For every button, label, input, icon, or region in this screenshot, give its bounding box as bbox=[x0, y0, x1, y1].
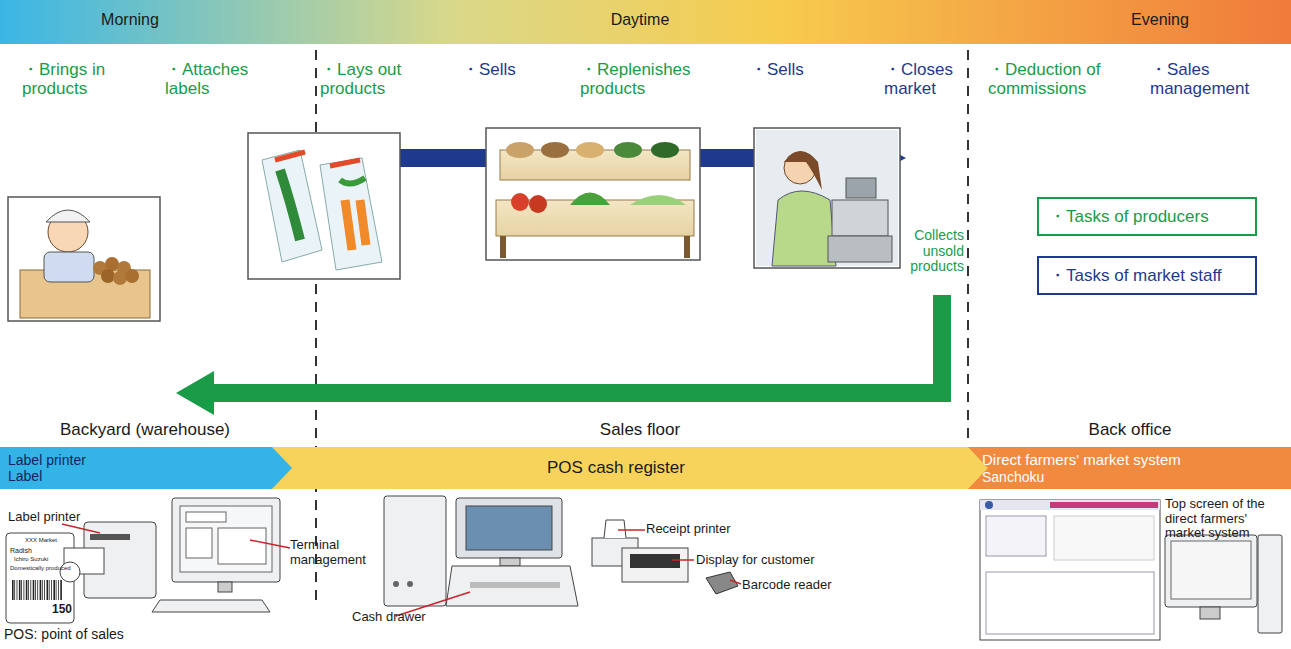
area-name: Back office bbox=[1060, 420, 1200, 439]
part-label: Ichiro Suzuki bbox=[14, 556, 72, 563]
task-text: ・Replenishes products bbox=[580, 60, 730, 98]
bagged-vegetables bbox=[248, 133, 400, 279]
legend-text: ・Tasks of producers bbox=[1049, 207, 1209, 226]
legend-box: ・Tasks of market staff bbox=[1037, 256, 1257, 295]
band-text: POS cash register bbox=[266, 458, 966, 478]
sales-shelves bbox=[486, 128, 700, 260]
part-label: Receipt printer bbox=[646, 522, 756, 537]
stage-band: POS cash register bbox=[266, 447, 988, 489]
task-text: ・Sells bbox=[462, 60, 542, 79]
return-arrow bbox=[176, 295, 951, 415]
farmer-picture bbox=[8, 197, 160, 321]
task-text: ・Sales management bbox=[1150, 60, 1285, 98]
band-text: Label printer bbox=[8, 452, 270, 468]
part-label: Cash drawer bbox=[352, 610, 462, 625]
part-label: Terminal management bbox=[290, 538, 380, 567]
time-bar bbox=[0, 0, 1291, 44]
task-text: ・Lays out products bbox=[320, 60, 440, 98]
period-name: Daytime bbox=[590, 11, 690, 29]
band-text: Label bbox=[8, 468, 270, 484]
band-text: Direct farmers' market system bbox=[982, 451, 1285, 468]
area-name: Sales floor bbox=[560, 420, 720, 439]
band-text: Sanchoku bbox=[982, 469, 1285, 485]
area-name: Backyard (warehouse) bbox=[40, 420, 250, 439]
task-text: ・Attaches labels bbox=[165, 60, 285, 98]
part-label: Radish bbox=[10, 547, 50, 555]
part-label: Barcode reader bbox=[742, 578, 852, 593]
part-label: Domestically produced bbox=[10, 565, 72, 572]
part-label: Label printer bbox=[8, 510, 118, 525]
area-name: Collects unsold products bbox=[880, 228, 964, 275]
period-name: Evening bbox=[1110, 11, 1210, 29]
label-printer-terminal bbox=[60, 498, 290, 612]
legend-box: ・Tasks of producers bbox=[1037, 197, 1257, 236]
stage-band: Label printerLabel bbox=[0, 447, 292, 489]
pos-register bbox=[384, 496, 741, 616]
stage-band: Direct farmers' market systemSanchoku bbox=[968, 447, 1291, 489]
legend-text: ・Tasks of market staff bbox=[1049, 266, 1222, 285]
task-text: ・Sells bbox=[750, 60, 830, 79]
task-text: ・Deduction of commissions bbox=[988, 60, 1138, 98]
period-name: Morning bbox=[80, 11, 180, 29]
task-text: ・Brings in products bbox=[22, 60, 152, 98]
part-label: 150 bbox=[40, 603, 72, 616]
part-label: XXX Market bbox=[10, 537, 72, 544]
part-label: Top screen of the direct farmers' market… bbox=[1165, 497, 1289, 541]
cashier-picture bbox=[754, 128, 900, 268]
part-label: POS: point of sales bbox=[4, 627, 204, 643]
task-text: ・Closes market bbox=[884, 60, 964, 98]
part-label: Display for customer bbox=[696, 553, 836, 568]
